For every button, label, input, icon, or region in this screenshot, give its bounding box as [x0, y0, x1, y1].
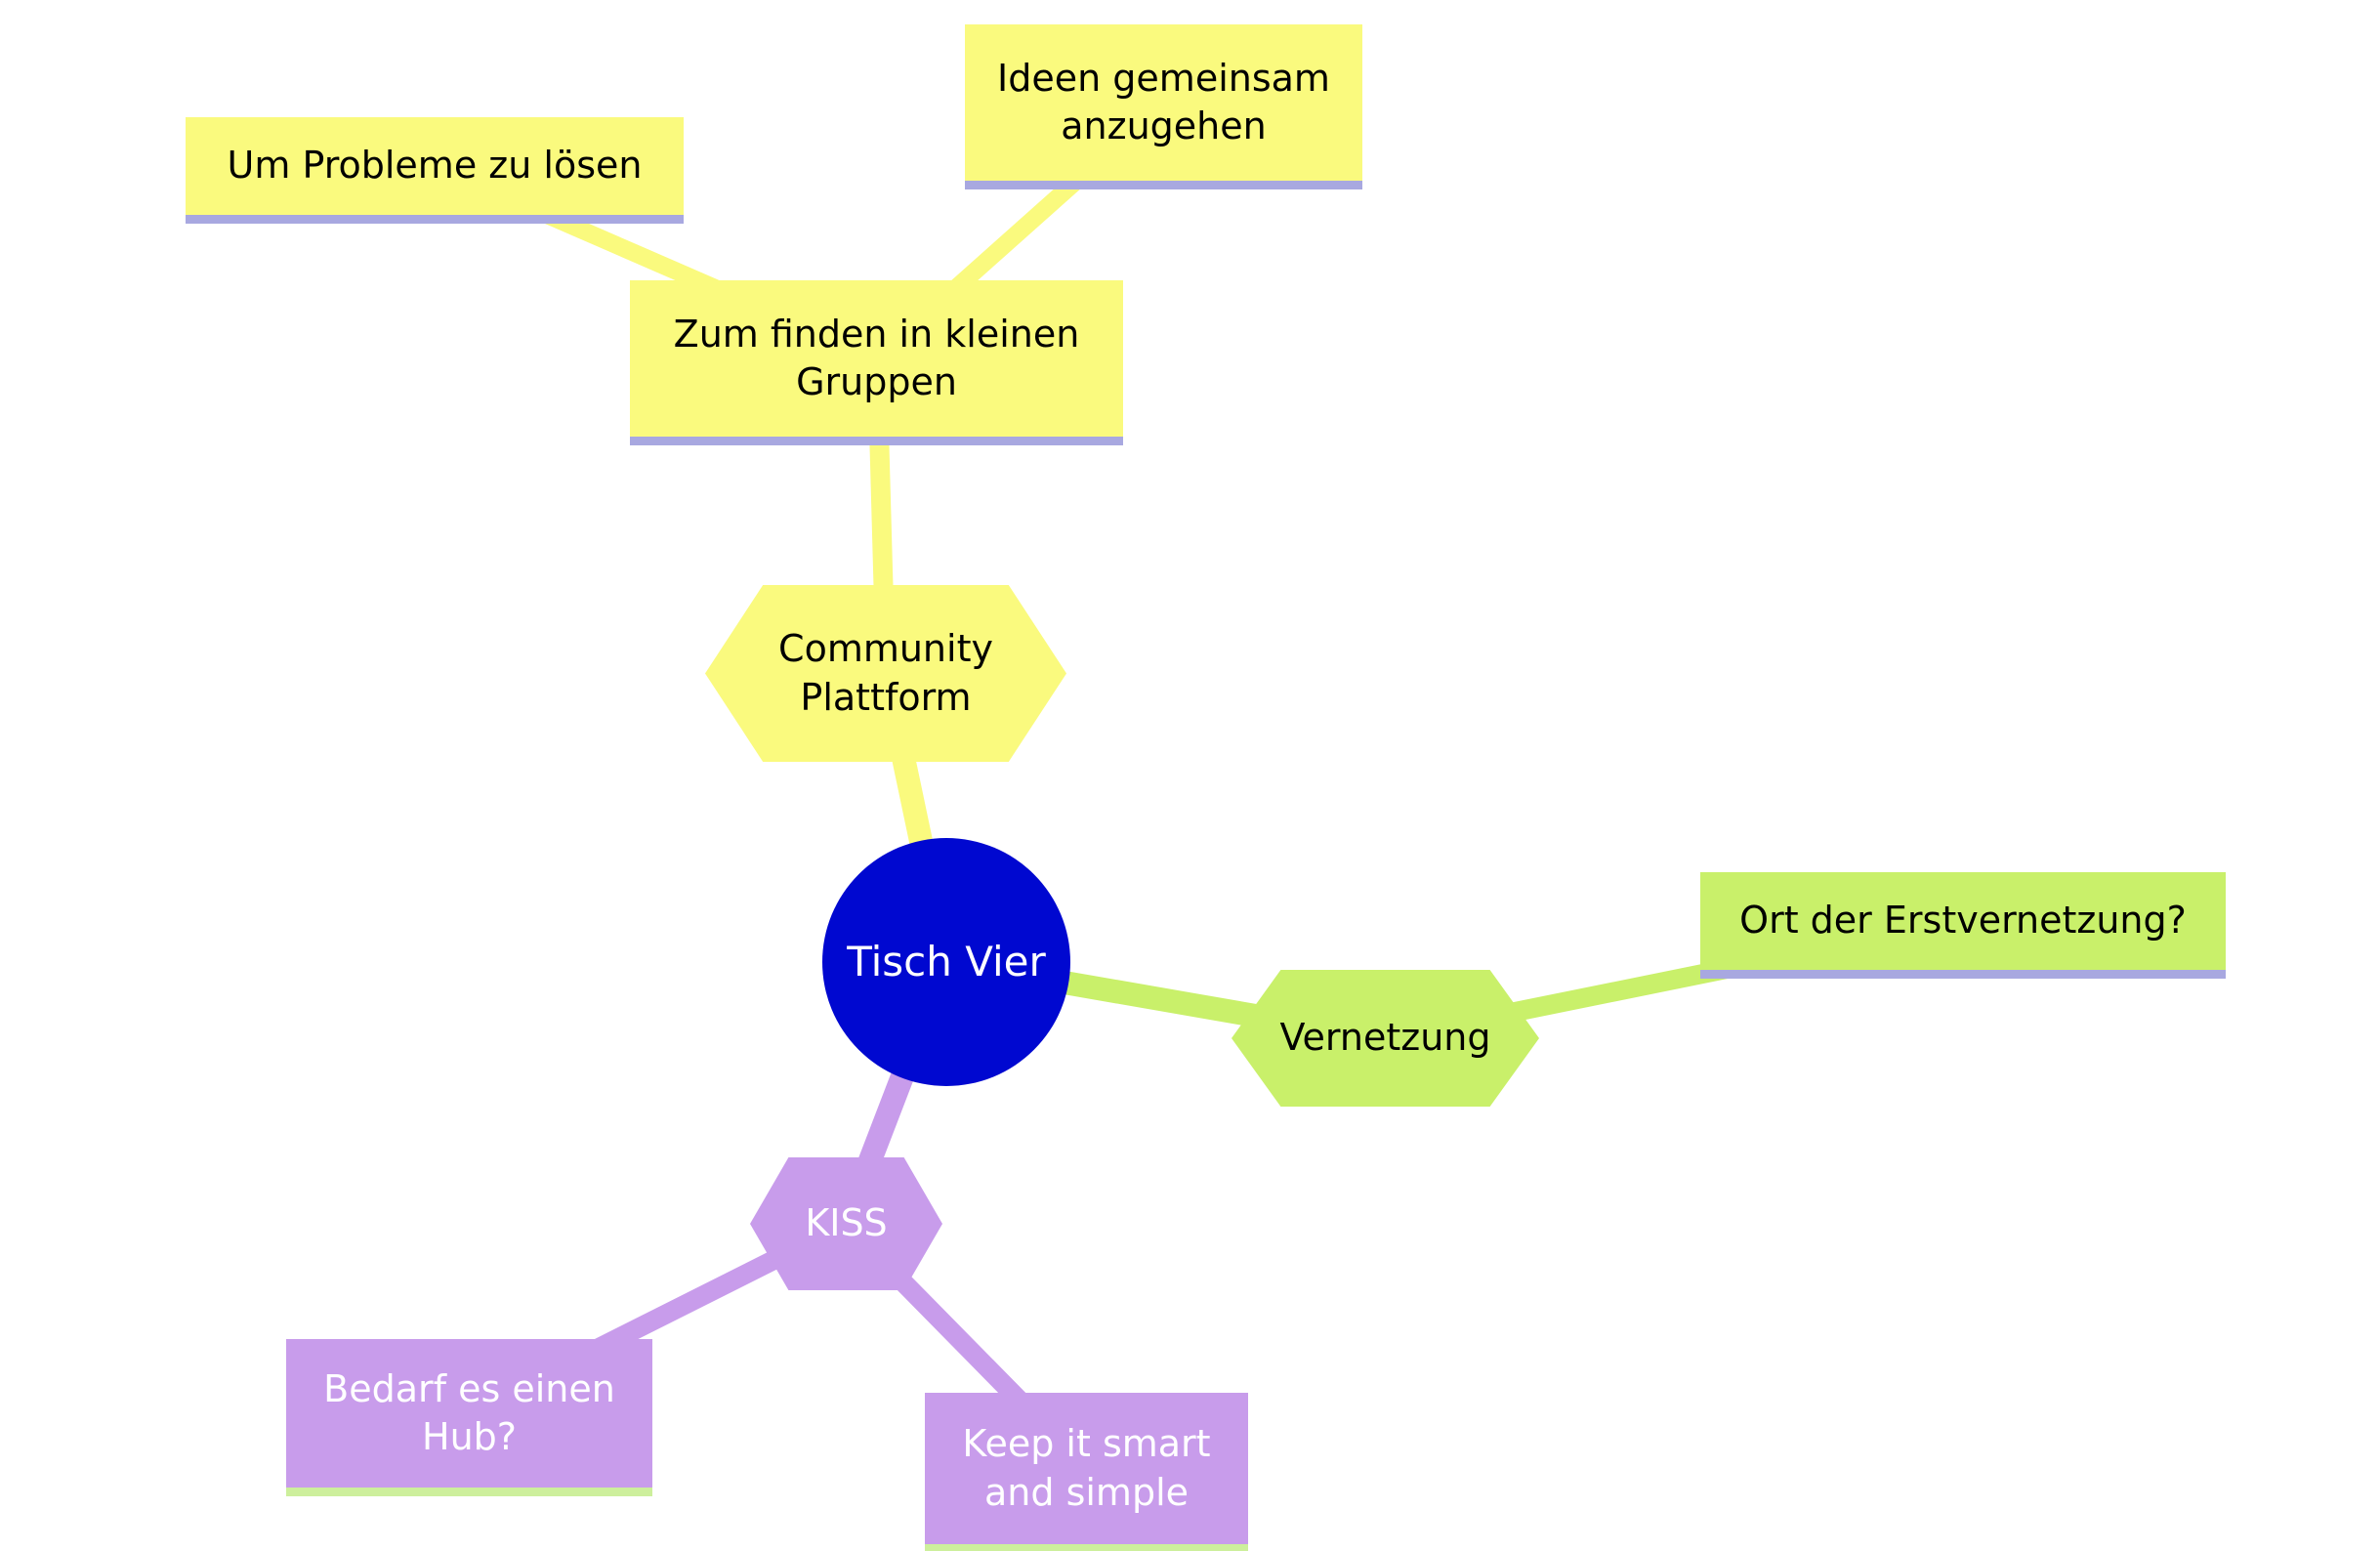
- node-vernetzung[interactable]: Vernetzung: [1232, 970, 1539, 1107]
- node-tisch-vier[interactable]: Tisch Vier: [822, 838, 1070, 1086]
- node-label: Um Probleme zu lösen: [227, 144, 643, 188]
- node-label: Keep it smart and simple: [962, 1422, 1211, 1514]
- node-zum-finden-in-kleinen-gruppen[interactable]: Zum finden in kleinen Gruppen: [630, 280, 1123, 437]
- node-label: Tisch Vier: [847, 937, 1046, 985]
- node-label: Community Plattform: [778, 627, 993, 719]
- node-label: Bedarf es einen Hub?: [323, 1366, 615, 1458]
- node-ideen-gemeinsam-anzugehen[interactable]: Ideen gemeinsam anzugehen: [965, 24, 1362, 181]
- node-ort-der-erstvernetzung[interactable]: Ort der Erstvernetzung?: [1700, 872, 2226, 970]
- node-community-plattform[interactable]: Community Plattform: [705, 585, 1066, 762]
- node-label: Vernetzung: [1279, 1016, 1491, 1060]
- node-label: Ort der Erstvernetzung?: [1739, 899, 2187, 943]
- node-um-probleme-zu-loesen[interactable]: Um Probleme zu lösen: [186, 117, 684, 215]
- node-kiss[interactable]: KISS: [750, 1157, 942, 1290]
- node-label: KISS: [805, 1201, 888, 1245]
- node-label: Zum finden in kleinen Gruppen: [673, 312, 1080, 403]
- node-bedarf-es-einen-hub[interactable]: Bedarf es einen Hub?: [286, 1339, 652, 1488]
- node-keep-it-smart-and-simple[interactable]: Keep it smart and simple: [925, 1393, 1248, 1544]
- node-label: Ideen gemeinsam anzugehen: [997, 56, 1330, 147]
